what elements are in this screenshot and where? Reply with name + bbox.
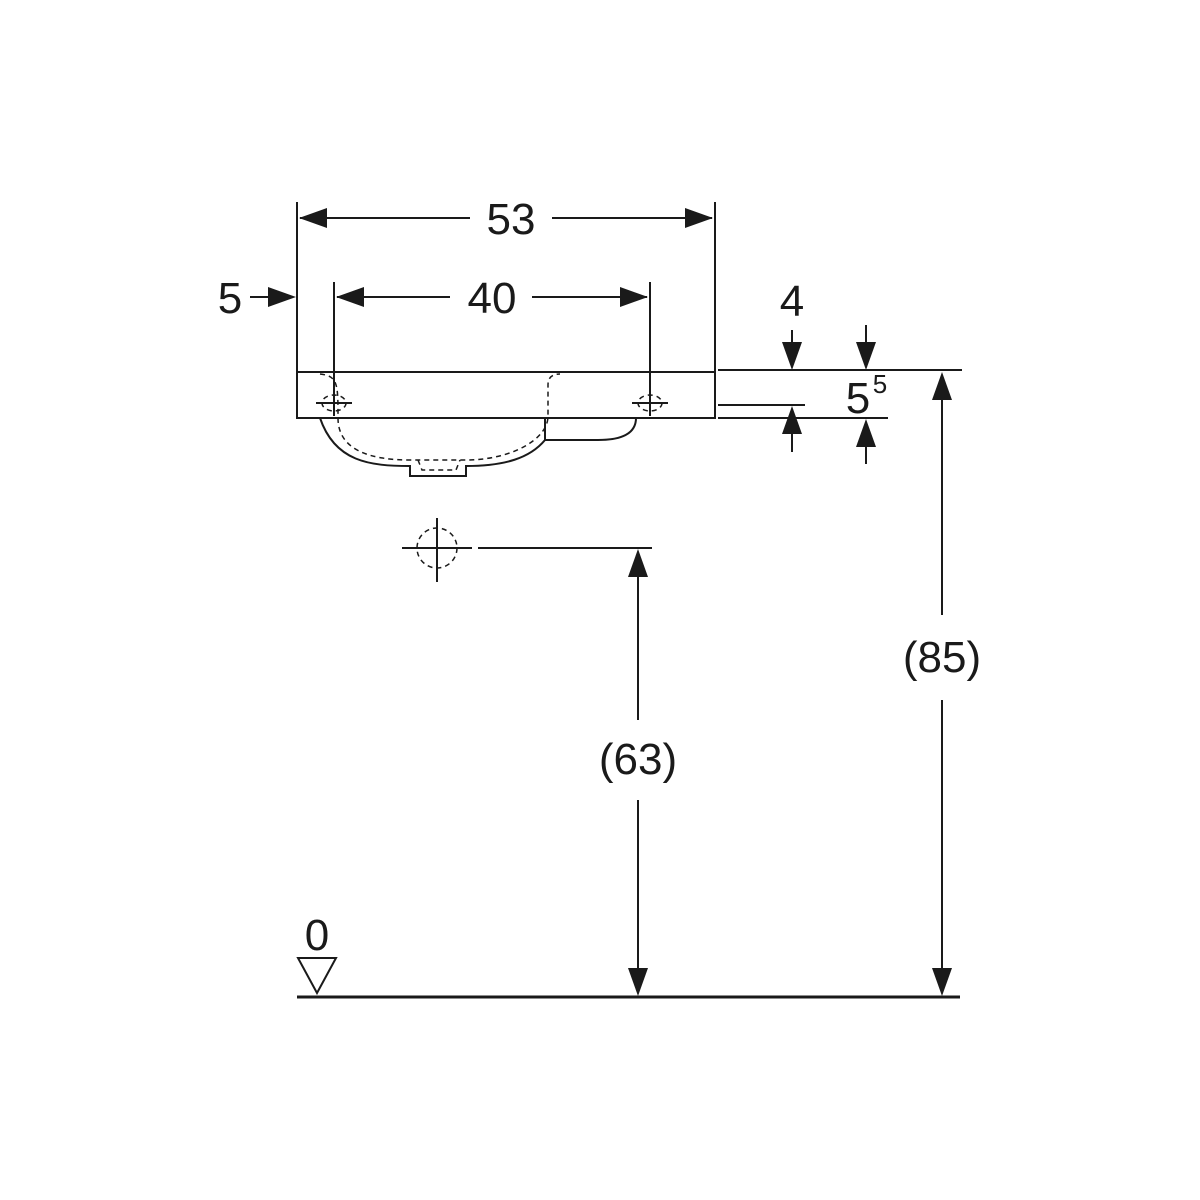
floor-level: 0 <box>296 911 960 999</box>
washbasin-side-view <box>296 371 716 477</box>
dimension-rim-height: (85) <box>903 372 981 996</box>
tap-hole-spacing-label: 40 <box>468 274 517 323</box>
dimension-waste-height: (63) <box>599 549 677 996</box>
dimension-side-offset: 5 <box>218 274 296 323</box>
dimension-overall-width: 53 <box>296 195 716 372</box>
rim-to-tap-label: 4 <box>780 277 804 326</box>
dimension-rim-to-tap: 4 <box>780 277 804 452</box>
dimension-rim-thickness: 5 5 <box>846 325 887 464</box>
dimension-tap-hole-spacing: 40 <box>333 274 651 392</box>
side-offset-label: 5 <box>218 274 242 323</box>
tap-hole-left <box>316 390 352 416</box>
waste-height-label: (63) <box>599 735 677 784</box>
tap-hole-right <box>632 390 668 416</box>
waste-outlet-center-mark <box>402 518 652 582</box>
rim-height-label: (85) <box>903 633 981 682</box>
floor-level-label: 0 <box>305 911 329 960</box>
rim-thickness-superscript: 5 <box>873 369 887 399</box>
rim-thickness-label: 5 <box>846 374 870 423</box>
overall-width-label: 53 <box>487 195 536 244</box>
